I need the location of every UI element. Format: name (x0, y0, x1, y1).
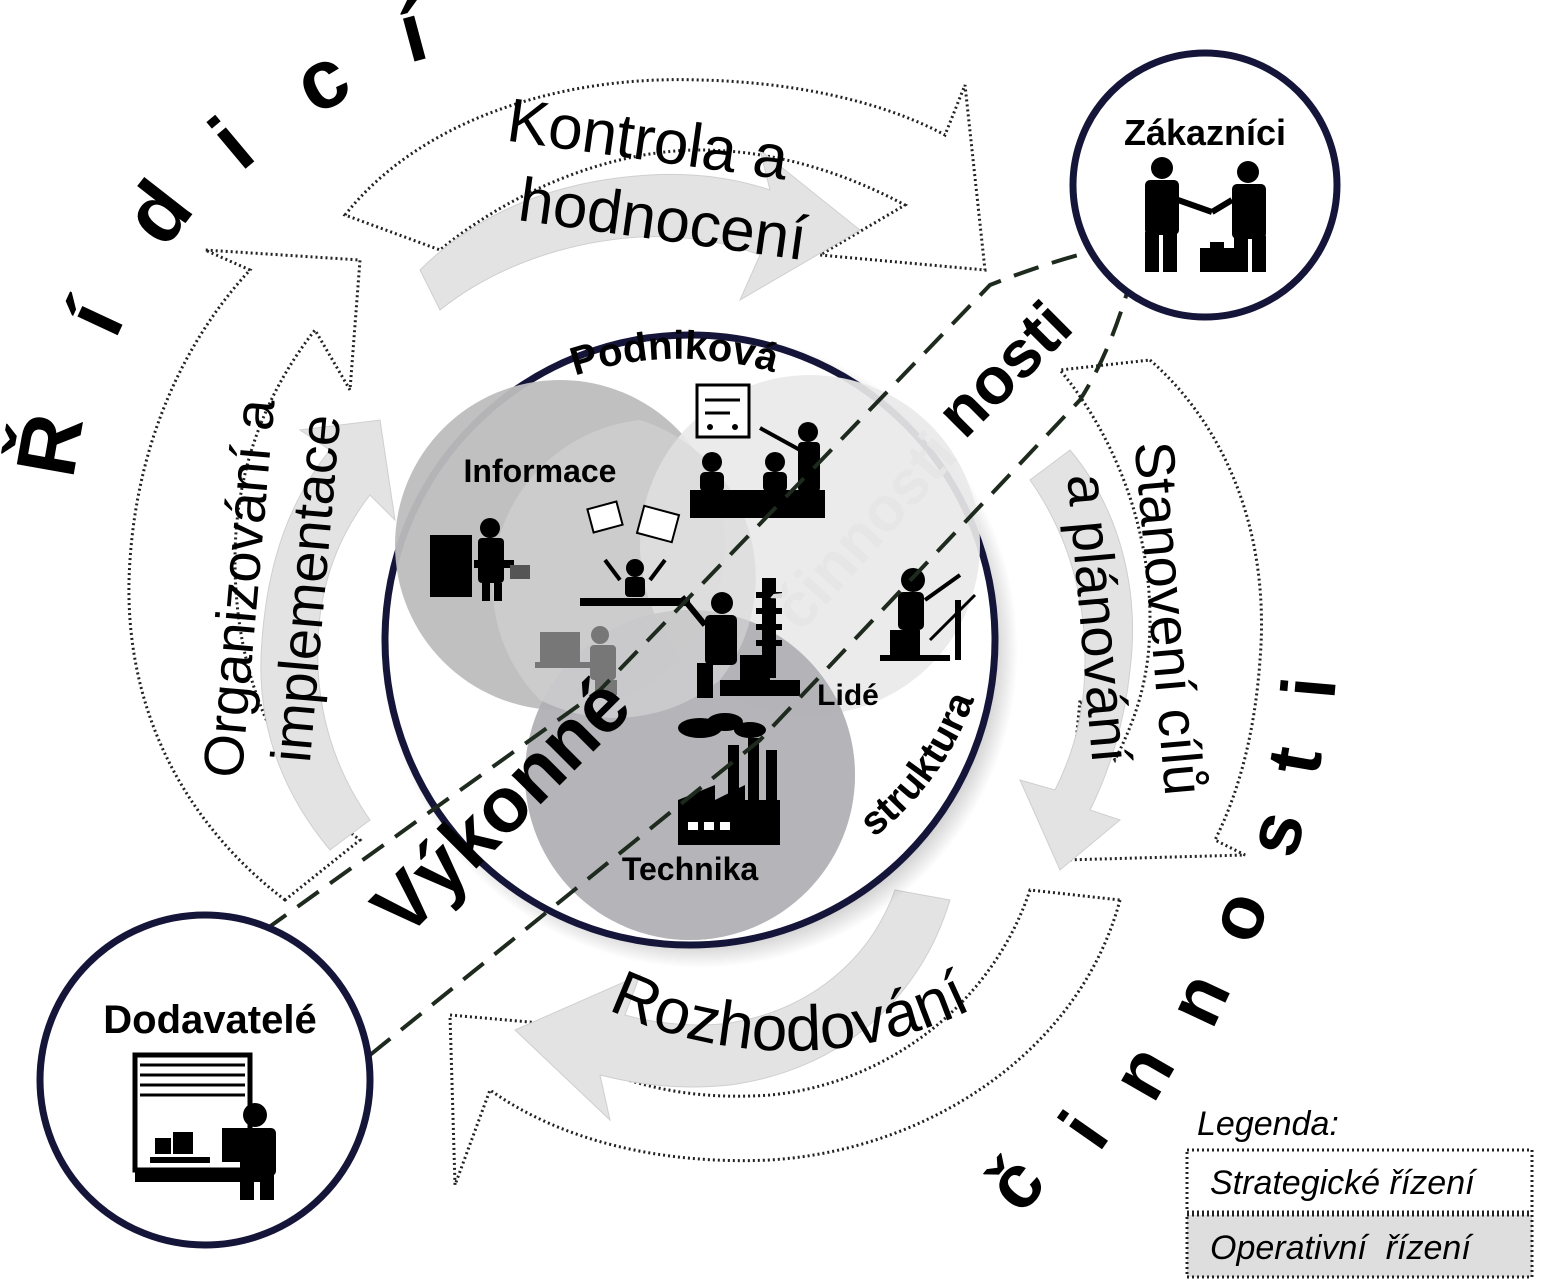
information-worker-icon (430, 518, 530, 601)
legend-operative-box (1185, 1213, 1534, 1279)
designer-icon (880, 568, 977, 661)
legend-operative-label: Operativní řízení (1210, 1229, 1474, 1267)
handshake-icon (1145, 157, 1266, 272)
cinnosti-letter-1: č (969, 1140, 1061, 1227)
cinnosti-letter-5: o (1190, 880, 1286, 953)
ridici-letter-3: d (104, 163, 210, 261)
ridici-letter-2: í (46, 285, 142, 348)
outer-arrow-right (1057, 358, 1264, 862)
inner-arrow-left (260, 419, 396, 851)
cinnosti-letter-2: i (1043, 1097, 1125, 1163)
ridici-letter-5: c (279, 27, 364, 132)
suppliers-label: Dodavatelé (103, 998, 316, 1042)
cinnosti-letter-8: i (1266, 674, 1353, 702)
ridici-letter-6: í (389, 0, 438, 80)
inner-arrow-right (1019, 449, 1133, 871)
people-label: Lidé (817, 679, 879, 712)
machine-operator-icon (679, 578, 800, 698)
cinnosti-letter-7: t (1251, 741, 1339, 781)
ridici-letter-1: Ř (0, 407, 101, 483)
cinnosti-diagonal-label: nosti (922, 287, 1086, 451)
inner-cycle-arrows (260, 148, 1133, 1122)
technology-label: Technika (622, 851, 759, 887)
customers-node: Zákazníci (1069, 49, 1341, 321)
cinnosti-letter-6: s (1229, 802, 1322, 865)
factory-icon (678, 713, 780, 845)
outer-arrow-top (342, 78, 987, 272)
information-label: Informace (464, 453, 617, 489)
legend-strategic-label: Strategické řízení (1210, 1164, 1478, 1202)
ridici-letter-4: i (192, 99, 270, 186)
meeting-icon (690, 383, 825, 518)
customers-circle (1069, 49, 1341, 321)
inner-arrow-top (419, 148, 861, 311)
cinnosti-letter-4: n (1151, 960, 1248, 1038)
customers-label: Zákazníci (1124, 112, 1286, 153)
central-circle-group: Informace Lidé Technika Podniková strukt… (381, 324, 1018, 968)
legend-strategic-box (1185, 1148, 1534, 1214)
delivery-icon (132, 1052, 276, 1200)
outer-cycle-arrows (127, 78, 1264, 1186)
juggling-worker-icon (580, 500, 690, 606)
computer-worker-icon (535, 626, 617, 695)
inner-arrow-bottom (514, 889, 951, 1122)
legend-title: Legenda: (1197, 1105, 1339, 1143)
legend: Legenda: Strategické řízení Operativní ř… (1185, 1105, 1534, 1279)
outer-arrow-bottom (448, 888, 1122, 1186)
cinnosti-letter-3: n (1095, 1031, 1192, 1114)
suppliers-node: Dodavatelé (36, 911, 374, 1249)
outer-arrow-left (127, 248, 363, 902)
